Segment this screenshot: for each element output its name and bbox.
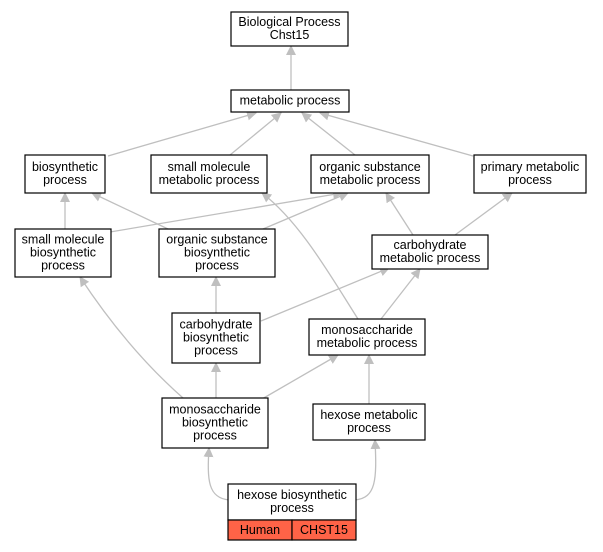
- node-box: [310, 154, 430, 194]
- node-label-line: biosynthetic: [32, 160, 98, 174]
- node-label-line: biosynthetic: [30, 246, 96, 260]
- edge-carb-metabolic-to-organic-metabolic: [385, 192, 414, 236]
- edge-organic-biosynthetic-to-biosynthetic: [91, 192, 169, 230]
- node-box: [473, 154, 587, 194]
- node-label-line: process: [270, 501, 314, 515]
- node-label-line: process: [195, 259, 239, 273]
- edge-monosacch-metabolic-to-carb-metabolic: [380, 268, 421, 320]
- node-label-line: metabolic process: [320, 173, 421, 187]
- node-box: [171, 312, 261, 364]
- node-label-line: process: [508, 173, 552, 187]
- node-metabolic[interactable]: metabolic process: [230, 89, 350, 113]
- node-box: [230, 89, 350, 113]
- node-box: [312, 403, 426, 441]
- node-label-line: primary metabolic: [481, 160, 580, 174]
- edge-small-mol-biosynthetic-to-organic-metabolic: [109, 189, 343, 233]
- node-label-line: monosaccharide: [169, 403, 261, 417]
- node-box: [371, 234, 489, 270]
- edge-organic-biosynthetic-to-organic-metabolic: [262, 191, 349, 230]
- edge-small-mol-metabolic-to-metabolic: [229, 112, 282, 156]
- node-box: [14, 228, 112, 278]
- edge-hexose-biosynthetic-to-monosacch-biosynthetic: [203, 447, 230, 501]
- edge-biosynthetic-to-metabolic: [107, 110, 257, 157]
- node-label-line: Biological Process: [238, 15, 340, 29]
- edge-primary-metabolic-to-metabolic: [319, 110, 474, 157]
- node-label-line: small molecule: [168, 160, 251, 174]
- node-label-line: Chst15: [270, 28, 310, 42]
- node-label-line: small molecule: [22, 233, 105, 247]
- edge-hexose-biosynthetic-to-hexose-metabolic: [354, 439, 381, 501]
- node-box: [161, 397, 269, 449]
- node-label-line: process: [194, 344, 238, 358]
- node-label-line: carbohydrate: [394, 238, 467, 252]
- node-box: [230, 11, 349, 47]
- node-label-line: biosynthetic: [183, 331, 249, 345]
- node-label-line: metabolic process: [380, 251, 481, 265]
- node-label-line: metabolic process: [159, 173, 260, 187]
- node-label-line: process: [43, 173, 87, 187]
- node-label-line: biosynthetic: [182, 416, 248, 430]
- node-label-line: monosaccharide: [321, 323, 413, 337]
- edge-organic-metabolic-to-metabolic: [301, 112, 356, 156]
- gene-cell: [291, 519, 357, 541]
- node-box: [24, 154, 106, 194]
- node-box: [308, 318, 426, 356]
- node-label-line: organic substance: [166, 233, 268, 247]
- edge-carb-biosynthetic-to-carb-metabolic: [260, 266, 390, 322]
- edge-monosacch-biosynthetic-to-small-mol-biosynthetic: [79, 276, 184, 399]
- annotation-row: Human CHST15: [227, 519, 357, 541]
- node-box: [158, 228, 276, 278]
- gene-label: CHST15: [300, 523, 348, 537]
- node-label-line: hexose metabolic: [320, 408, 417, 422]
- edge-carb-metabolic-to-primary-metabolic: [454, 192, 513, 236]
- node-label-line: biosynthetic: [184, 246, 250, 260]
- edge-monosacch-biosynthetic-to-monosacch-metabolic: [261, 354, 339, 400]
- node-label-line: process: [347, 421, 391, 435]
- node-label-line: process: [193, 429, 237, 443]
- species-label: Human: [240, 523, 280, 537]
- edge-monosacch-metabolic-to-small-mol-metabolic: [261, 192, 359, 320]
- node-box: [150, 154, 268, 194]
- node-label-line: organic substance: [319, 160, 421, 174]
- node-label-line: process: [41, 259, 85, 273]
- node-label-line: metabolic process: [240, 94, 341, 108]
- node-label-line: metabolic process: [317, 336, 418, 350]
- node-label-line: carbohydrate: [180, 318, 253, 332]
- node-label-line: hexose biosynthetic: [237, 488, 347, 502]
- node-box: [227, 483, 357, 521]
- edges-layer: [60, 45, 513, 501]
